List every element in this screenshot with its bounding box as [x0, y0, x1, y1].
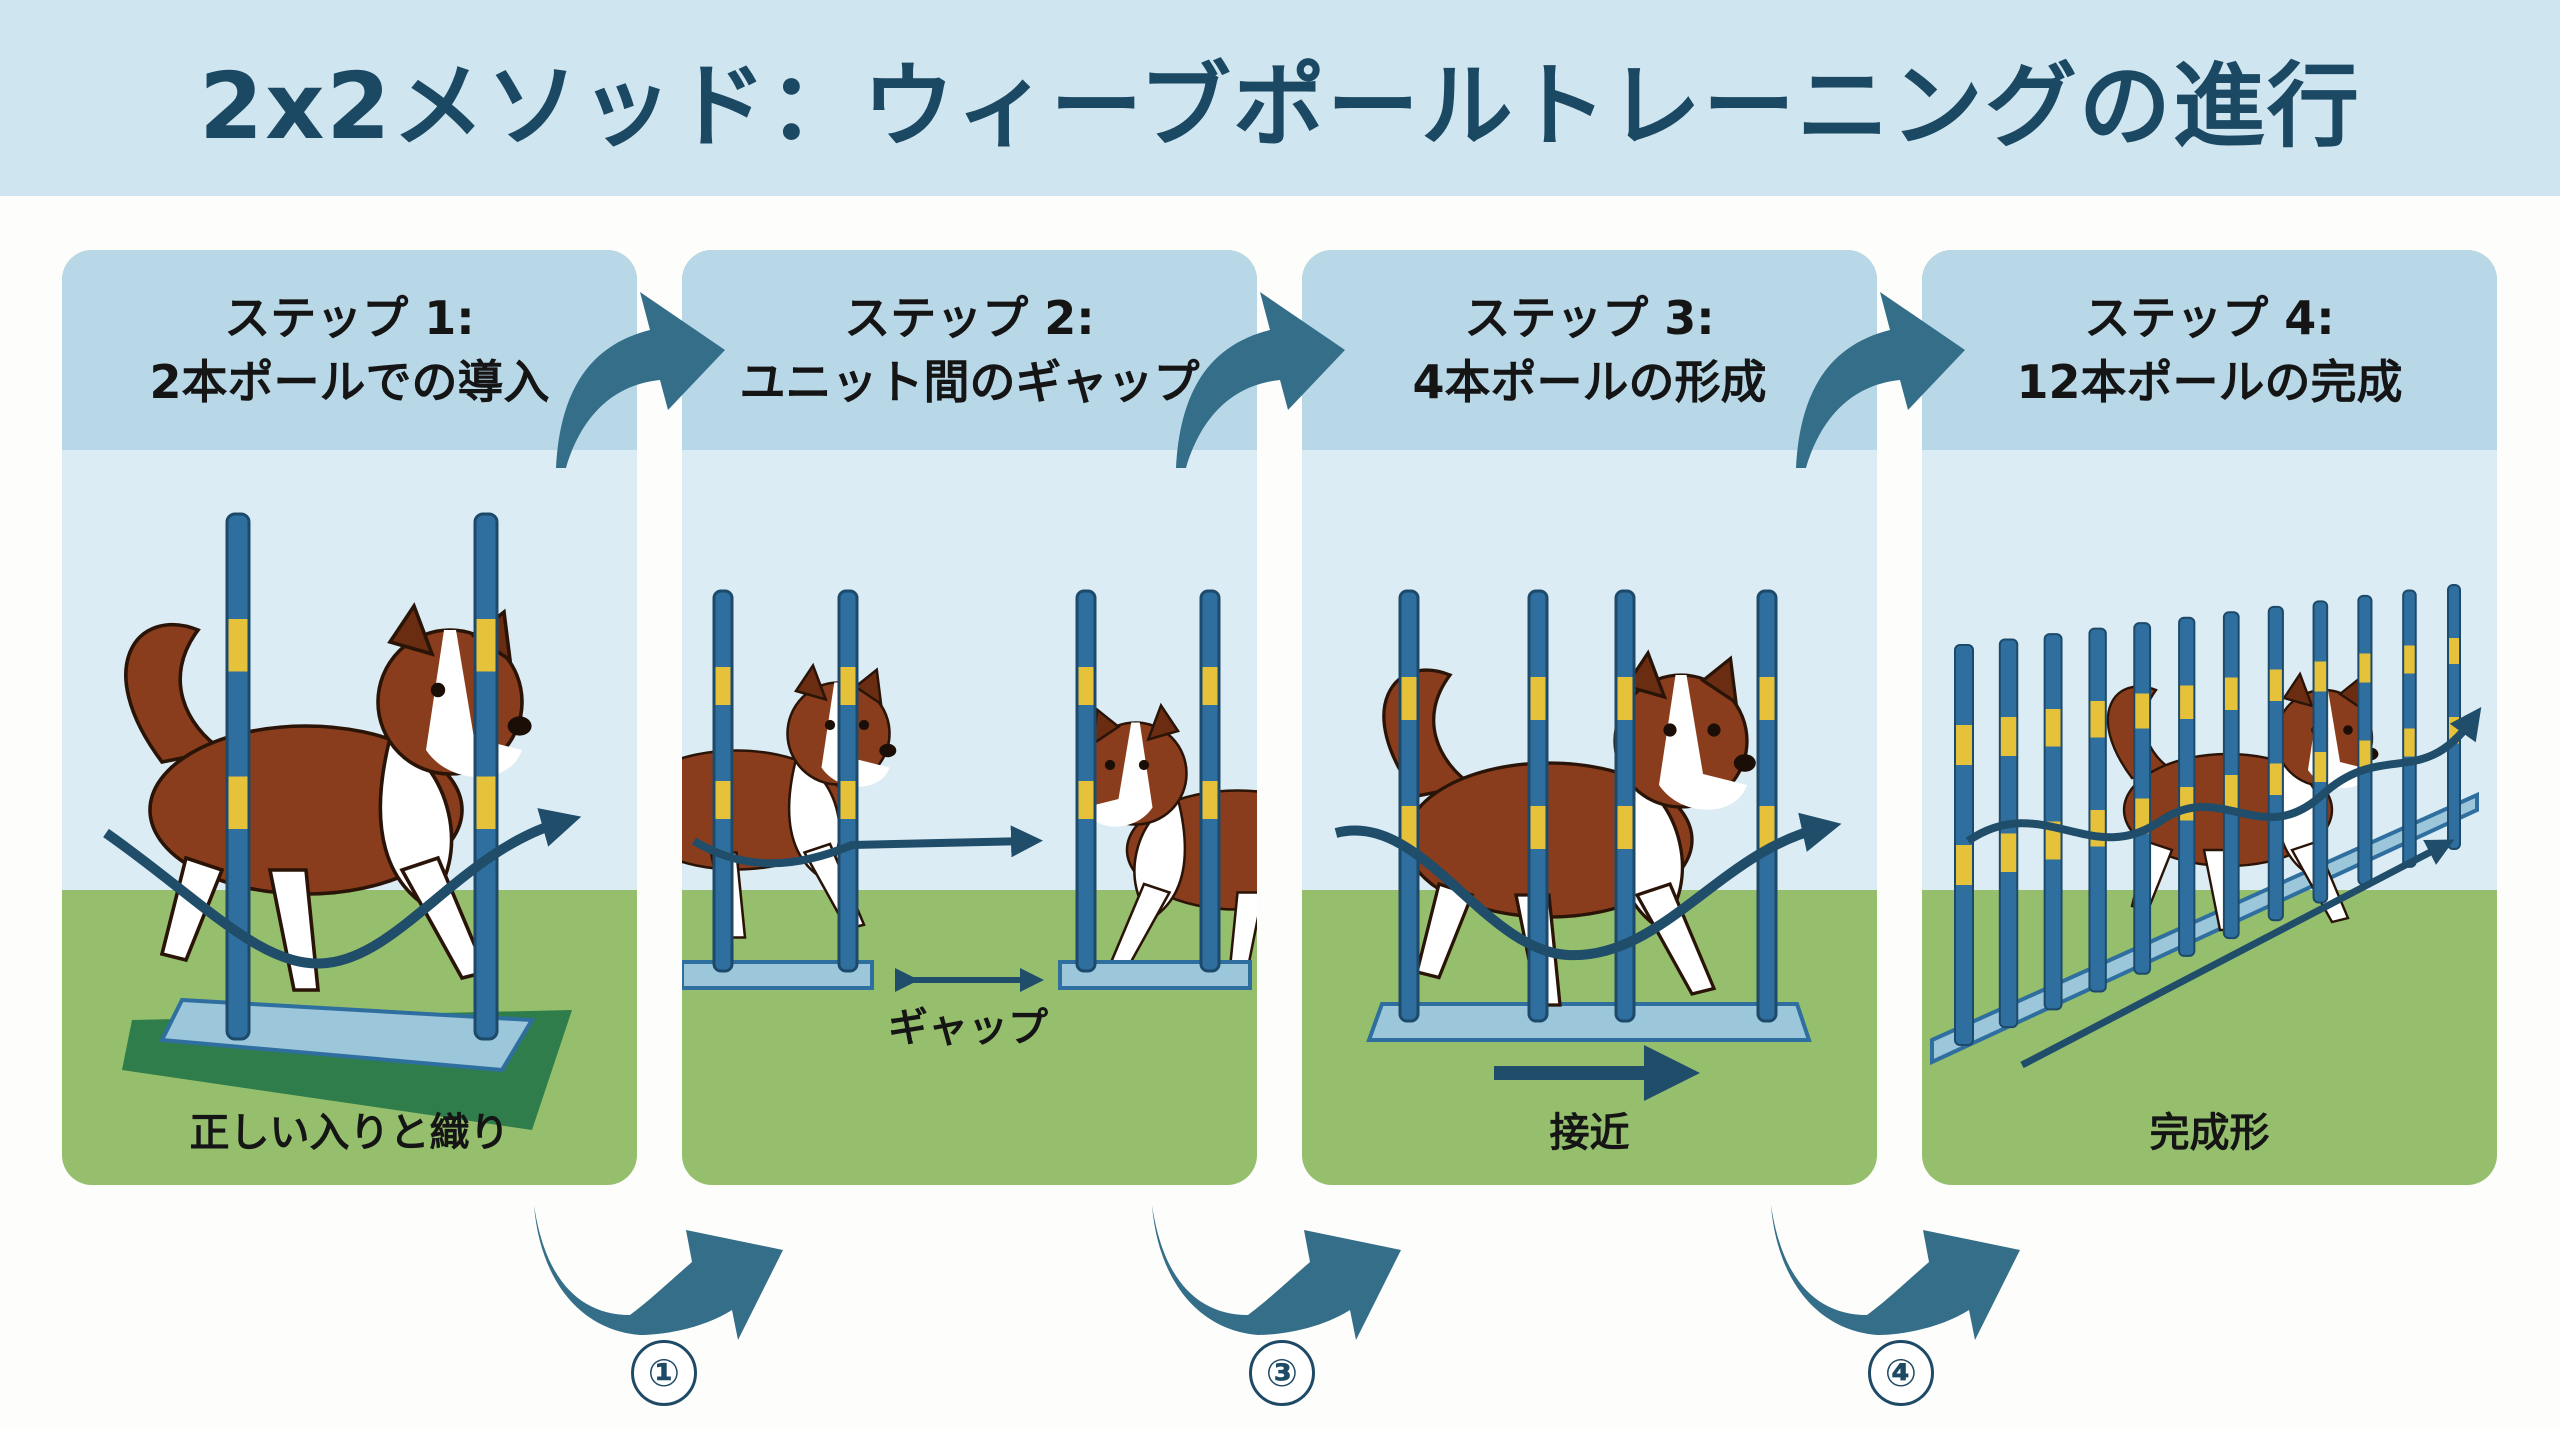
weave-pole	[225, 512, 251, 1041]
step-caption: 接近	[1549, 1110, 1630, 1156]
step-card-2: ステップ 2: ユニット間のギャップ ギャップ	[682, 250, 1257, 1185]
step-1-header: ステップ 1: 2本ポールでの導入	[62, 250, 637, 450]
weave-pole	[1199, 589, 1221, 973]
page-title: 2x2メソッド：ウィーブポールトレーニングの進行	[199, 52, 2361, 160]
weave-pole	[2222, 611, 2240, 940]
step-4-illustration	[1922, 450, 2497, 1069]
step-subtitle: ユニット間のギャップ	[739, 355, 1200, 409]
step-2-header: ステップ 2: ユニット間のギャップ	[682, 250, 1257, 450]
weave-pole	[1614, 589, 1636, 1023]
step-card-1: ステップ 1: 2本ポールでの導入 正しい入りと織り	[62, 250, 637, 1185]
step-caption: 正しい入りと織り	[189, 1110, 510, 1156]
step-heading: ステップ 3:	[1464, 291, 1715, 345]
weave-pole-row	[1954, 584, 2461, 1046]
weave-pole	[2312, 600, 2329, 904]
weave-pole	[1398, 589, 1420, 1023]
weave-path-arrow	[103, 808, 582, 969]
step-heading: ステップ 1:	[224, 291, 475, 345]
weave-path-arrow	[1965, 706, 2482, 845]
weave-pole	[473, 512, 499, 1041]
weave-path-arrow	[1334, 812, 1842, 961]
weave-pole	[2178, 616, 2196, 957]
weave-pole	[2447, 584, 2461, 850]
step-subtitle: 2本ポールでの導入	[149, 355, 550, 409]
progress-marker-1: ①	[631, 1340, 697, 1406]
step-heading: ステップ 4:	[2084, 291, 2335, 345]
weave-pole	[2267, 605, 2284, 922]
pole-base	[1366, 1002, 1812, 1042]
step-1-illustration	[62, 450, 637, 1130]
weave-pole	[2402, 589, 2417, 868]
step-subtitle: 4本ポールの形成	[1412, 355, 1767, 409]
weave-pole	[2357, 594, 2373, 886]
step-card-3: ステップ 3: 4本ポールの形成 接近	[1302, 250, 1877, 1185]
step-3-illustration	[1302, 450, 1877, 1101]
step-card-4: ステップ 4: 12本ポールの完成 完成形	[1922, 250, 2497, 1185]
pole-base	[1930, 791, 2479, 1066]
weave-pole	[2088, 627, 2107, 993]
weave-pole	[1756, 589, 1778, 1023]
weave-pole	[1527, 589, 1549, 1023]
step-subtitle: 12本ポールの完成	[2016, 355, 2403, 409]
weave-pole	[2133, 622, 2152, 975]
weave-pole	[1075, 589, 1097, 973]
flow-arrow-bottom-1	[534, 1205, 783, 1340]
step-3-header: ステップ 3: 4本ポールの形成	[1302, 250, 1877, 450]
weave-path-arrow	[691, 825, 1043, 868]
step-4-header: ステップ 4: 12本ポールの完成	[1922, 250, 2497, 450]
weave-pole	[1998, 638, 2019, 1029]
weave-pole	[2043, 633, 2063, 1011]
gap-label: ギャップ	[888, 1005, 1048, 1051]
step-heading: ステップ 2:	[844, 291, 1095, 345]
step-caption: 完成形	[2149, 1110, 2270, 1156]
flow-arrow-bottom-3	[1771, 1205, 2020, 1340]
progress-marker-4: ④	[1868, 1340, 1934, 1406]
weave-pole	[1954, 644, 1974, 1046]
weave-pole	[837, 589, 859, 973]
flow-arrow-bottom-2	[1152, 1205, 1401, 1340]
weave-pole	[712, 589, 734, 973]
progress-marker-3: ③	[1249, 1340, 1315, 1406]
title-banner: 2x2メソッド：ウィーブポールトレーニングの進行	[0, 0, 2560, 196]
pole-base	[158, 997, 536, 1073]
step-2-illustration	[682, 450, 1257, 992]
direction-arrow	[2020, 839, 2455, 1069]
